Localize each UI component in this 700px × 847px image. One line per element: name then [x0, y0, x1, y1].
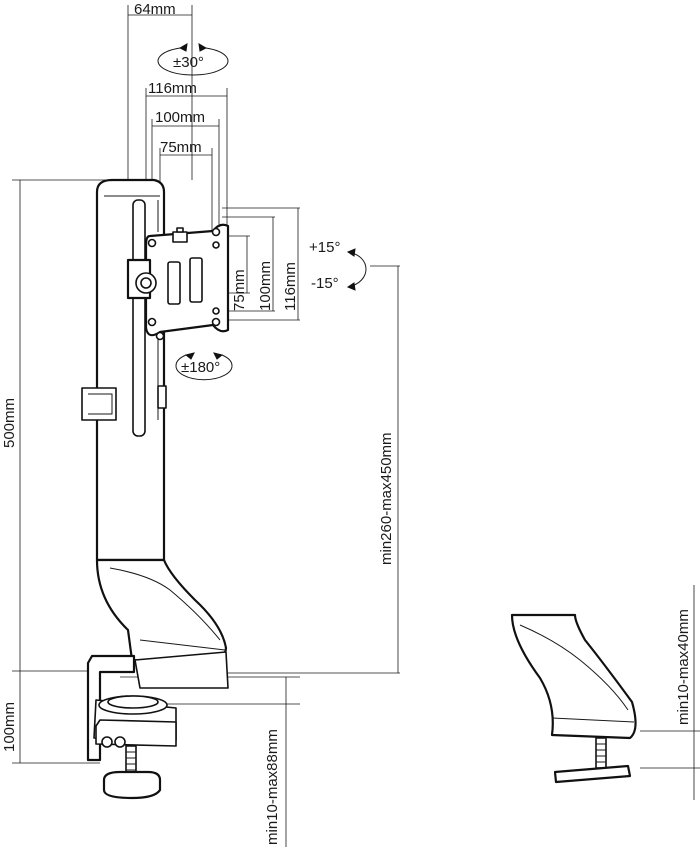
- height-116-label: 116mm: [282, 262, 299, 311]
- tilt-arrow-icon: [346, 248, 367, 291]
- clamp-range-label: min10-max88mm: [264, 729, 281, 845]
- vesa-plate: [126, 223, 230, 341]
- height-100-label: 100mm: [257, 261, 274, 311]
- height-range-lines: [200, 265, 400, 674]
- height-range-label: min260-max450mm: [378, 432, 395, 565]
- rotate-label: ±180°: [181, 359, 220, 376]
- tilt-down-label: -15°: [311, 275, 339, 292]
- width-100-label: 100mm: [155, 109, 205, 126]
- swivel-arrow-icon: [157, 43, 229, 76]
- clamp-100-label: 100mm: [1, 702, 18, 752]
- desk-clamp: [86, 654, 177, 800]
- rotate-arrow-icon: [175, 352, 233, 381]
- swivel-label: ±30°: [173, 54, 204, 71]
- base-elbow: [95, 558, 229, 689]
- grommet-detail: [510, 585, 700, 800]
- left-dimension-lines: [12, 179, 110, 764]
- width-64-label: 64mm: [134, 1, 176, 18]
- tilt-up-label: +15°: [309, 239, 340, 256]
- height-75-label: 75mm: [231, 269, 248, 311]
- grommet-range-label: min10-max40mm: [675, 609, 692, 725]
- height-500-label: 500mm: [1, 398, 18, 448]
- width-75-label: 75mm: [160, 139, 202, 156]
- width-116-label: 116mm: [148, 80, 197, 97]
